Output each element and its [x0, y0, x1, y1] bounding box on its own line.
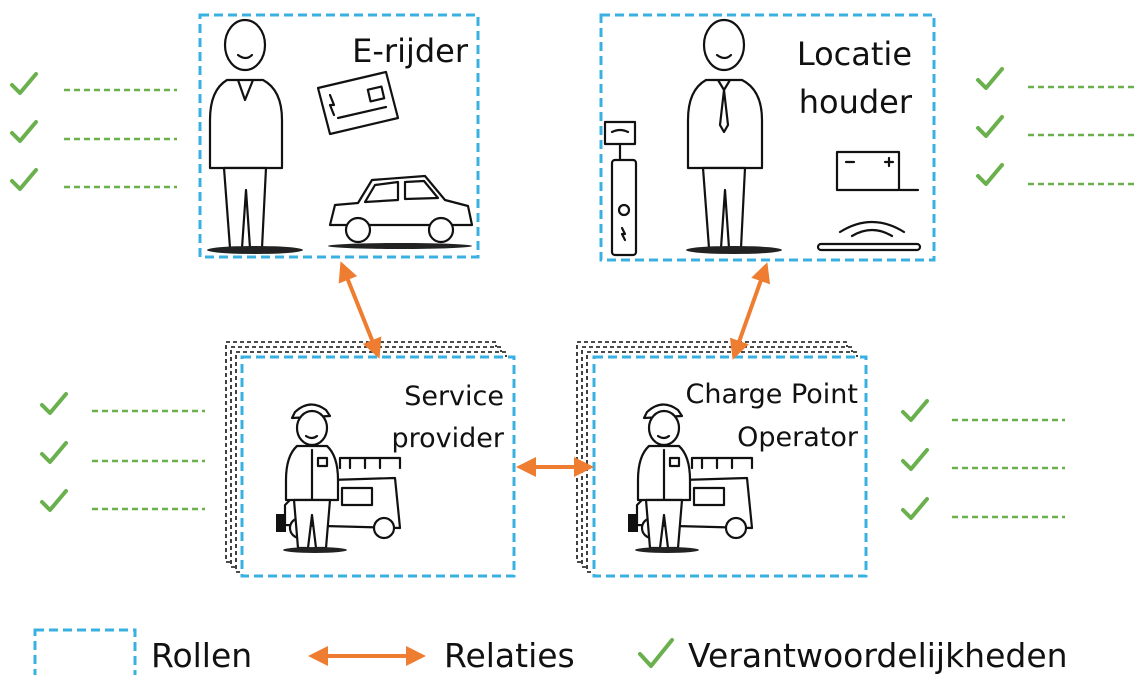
- check-icon: [40, 392, 68, 415]
- responsibilities-cpo: [901, 399, 1065, 520]
- role-label-e-rijder: E-rijder: [352, 32, 469, 70]
- check-icon: [40, 489, 68, 512]
- check-icon: [10, 72, 38, 95]
- role-label-provider: provider: [392, 423, 505, 454]
- check-icon: [901, 448, 929, 471]
- legend-rollen: Rollen: [151, 636, 252, 675]
- check-icon: [638, 638, 674, 668]
- responsibilities-locatie-houder: [976, 67, 1135, 186]
- check-icon: [40, 441, 68, 464]
- mechanic-icon: [635, 403, 699, 553]
- mechanic-icon: [283, 403, 347, 553]
- role-label-charge-point: Charge Point: [685, 379, 858, 410]
- charging-pole-icon: [603, 120, 638, 257]
- check-icon: [976, 67, 1004, 90]
- car-icon: [328, 174, 474, 249]
- person-icon: [207, 18, 303, 254]
- role-label-locatie: Locatie: [797, 35, 912, 73]
- role-e-rijder: E-rijder: [198, 13, 480, 259]
- responsibilities-service-provider: [40, 392, 205, 512]
- check-icon: [10, 168, 38, 191]
- relation-erijder-serviceprovider: [338, 261, 382, 359]
- role-label-service: Service: [404, 381, 504, 412]
- legend: Rollen Relaties Verantwoordelijkheden: [33, 628, 1068, 675]
- role-service-provider: Service provider: [225, 341, 516, 578]
- role-locatie-houder: Locatie houder: [599, 13, 936, 262]
- responsibilities-e-rijder: [10, 72, 177, 191]
- legend-verantwoordelijkheden: Verantwoordelijkheden: [688, 636, 1068, 675]
- role-label-operator: Operator: [737, 422, 859, 453]
- check-icon: [10, 120, 38, 143]
- person-icon: [686, 18, 782, 254]
- charge-card-icon: [316, 70, 400, 136]
- check-icon: [901, 399, 929, 422]
- role-label-houder: houder: [799, 83, 913, 121]
- check-icon: [901, 497, 929, 520]
- check-icon: [976, 163, 1004, 186]
- relation-locatiehouder-cpo: [729, 262, 771, 360]
- role-cpo: Charge Point Operator: [576, 341, 868, 578]
- legend-role-swatch: [33, 628, 137, 675]
- legend-relaties: Relaties: [444, 636, 575, 675]
- check-icon: [976, 115, 1004, 138]
- charging-pad-icon: [816, 221, 922, 252]
- battery-icon: [835, 150, 920, 192]
